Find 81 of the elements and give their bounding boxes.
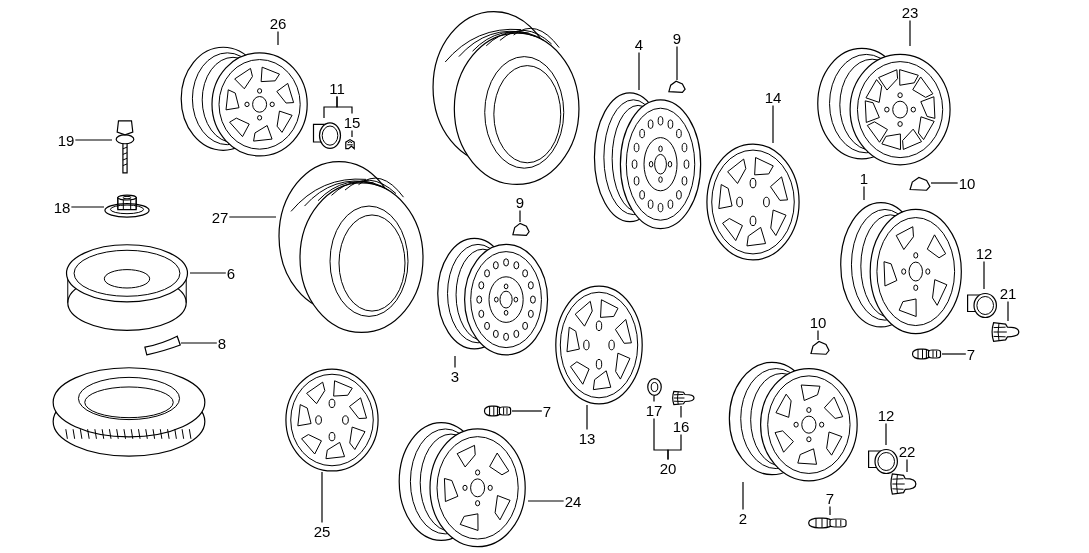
callout-number: 13 bbox=[577, 429, 597, 447]
balance-weight-drawing bbox=[810, 340, 830, 355]
leader-line bbox=[653, 395, 655, 403]
callout-number: 14 bbox=[763, 88, 783, 106]
leader-line bbox=[906, 458, 908, 473]
callout-number: 23 bbox=[900, 3, 920, 21]
leader-line bbox=[829, 505, 831, 516]
callout-number: 3 bbox=[449, 367, 461, 385]
leader-line bbox=[983, 260, 985, 290]
tire-drawing bbox=[430, 8, 582, 188]
callout-number: 7 bbox=[965, 345, 977, 363]
leader-line bbox=[817, 329, 819, 341]
callout-number: 22 bbox=[897, 442, 917, 460]
callout-number: 21 bbox=[998, 284, 1018, 302]
callout-number: 12 bbox=[876, 406, 896, 424]
callout-number: 8 bbox=[216, 334, 228, 352]
balance-weight-drawing bbox=[909, 176, 931, 191]
callout-number: 10 bbox=[808, 313, 828, 331]
callout-number: 15 bbox=[342, 113, 362, 131]
callout-number: 19 bbox=[56, 131, 76, 149]
callout-number: 25 bbox=[312, 522, 332, 540]
tire-drawing bbox=[276, 158, 426, 336]
callout-number: 1 bbox=[858, 169, 870, 187]
callout-number: 26 bbox=[268, 14, 288, 32]
valve-stem-drawing bbox=[912, 346, 942, 362]
nut-drawing bbox=[104, 194, 150, 218]
callout-number: 2 bbox=[737, 509, 749, 527]
callout-number: 7 bbox=[824, 489, 836, 507]
leader-line bbox=[336, 95, 353, 115]
leader-line bbox=[1007, 300, 1009, 322]
leader-line bbox=[527, 500, 565, 502]
spare-wheel-drawing bbox=[64, 242, 190, 334]
leader-line bbox=[70, 206, 105, 208]
callout-number: 9 bbox=[514, 193, 526, 211]
callout-number: 11 bbox=[328, 79, 346, 97]
leader-line bbox=[454, 355, 456, 369]
leader-line bbox=[667, 433, 682, 461]
hubcap-drawing bbox=[284, 368, 380, 472]
leader-line bbox=[511, 410, 543, 412]
callout-number: 24 bbox=[563, 492, 583, 510]
callout-number: 27 bbox=[210, 208, 230, 226]
lug-nut-drawing bbox=[671, 390, 695, 406]
balance-weight-drawing bbox=[512, 222, 530, 236]
callout-number: 18 bbox=[52, 198, 72, 216]
leader-line bbox=[930, 182, 959, 184]
leader-line bbox=[742, 481, 744, 511]
leader-line bbox=[321, 471, 323, 524]
leader-line bbox=[351, 129, 353, 138]
callout-number: 12 bbox=[974, 244, 994, 262]
leader-line bbox=[676, 45, 678, 81]
callout-number: 17 bbox=[644, 401, 664, 419]
callout-number: 6 bbox=[225, 264, 237, 282]
valve-stem-drawing bbox=[484, 403, 512, 419]
hubcap-drawing bbox=[705, 143, 801, 261]
clip-drawing bbox=[343, 137, 357, 150]
callout-number: 9 bbox=[671, 29, 683, 47]
callout-number: 10 bbox=[957, 174, 977, 192]
leader-line bbox=[885, 422, 887, 446]
leader-line bbox=[772, 104, 774, 144]
hubcap-drawing bbox=[554, 285, 644, 405]
leader-line bbox=[277, 30, 279, 46]
leader-line bbox=[909, 19, 911, 47]
callout-number: 16 bbox=[671, 417, 691, 435]
leader-line bbox=[180, 342, 218, 344]
lug-nut-drawing bbox=[889, 472, 917, 496]
label-strip-drawing bbox=[143, 334, 181, 356]
callout-number: 4 bbox=[633, 35, 645, 53]
leader-line bbox=[519, 209, 521, 223]
leader-line bbox=[74, 139, 113, 141]
leader-line bbox=[941, 353, 967, 355]
washer-drawing bbox=[647, 378, 662, 396]
leader-line bbox=[863, 185, 865, 201]
leader-line bbox=[586, 404, 588, 431]
leader-line bbox=[680, 405, 682, 419]
lug-nut-drawing bbox=[990, 321, 1020, 343]
valve-stem-drawing bbox=[808, 515, 848, 531]
leader-line bbox=[228, 216, 277, 218]
leader-line bbox=[189, 272, 227, 274]
balance-weight-drawing bbox=[668, 80, 686, 93]
callout-number: 7 bbox=[541, 402, 553, 420]
callout-number: 20 bbox=[658, 459, 678, 477]
